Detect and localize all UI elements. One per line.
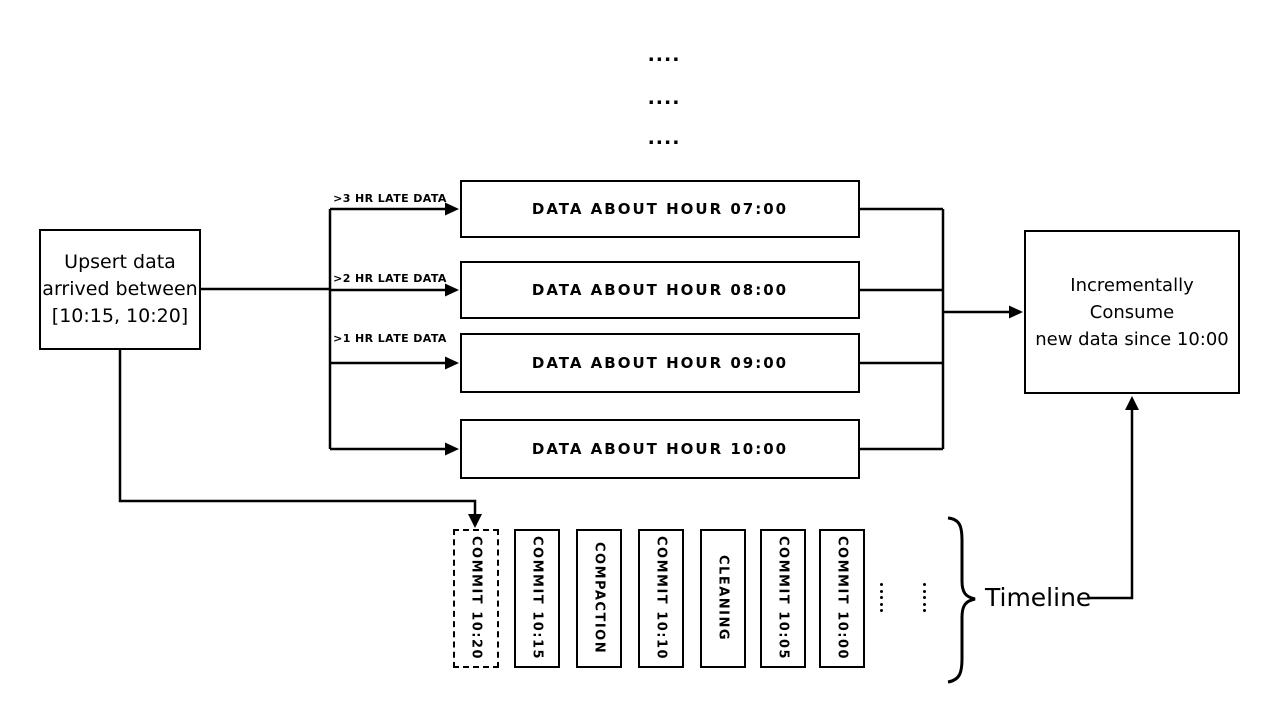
timeline-entry-cleaning: CLEANING [700,529,746,668]
timeline-entry-commit-1015: COMMIT 10:15 [514,529,560,668]
upsert-box-line-3: [10:15, 10:20] [51,305,189,327]
data-box-hour-0700: DATA ABOUT HOUR 07:00 [460,180,860,238]
consume-box-line-2: new data since 10:00 [1035,328,1229,350]
timeline-entry-commit-1020: COMMIT 10:20 [453,529,499,668]
late-label-1hr: >1 HR LATE DATA [333,332,447,345]
arrowhead-consume [1009,305,1023,319]
consume-box-line-1: Incrementally Consume [1070,274,1194,323]
timeline-brace [947,516,976,684]
upsert-box-line-1: Upsert data [64,251,176,273]
connector-timeline-to-consume [1087,409,1134,600]
timeline-entry-commit-1010: COMMIT 10:10 [638,529,684,668]
data-box-hour-0900: DATA ABOUT HOUR 09:00 [460,333,860,393]
arrowhead-branch-2 [445,283,459,297]
top-ellipsis-row-1: .... [647,44,681,66]
upsert-box: Upsert data arrived between [10:15, 10:2… [39,229,201,350]
top-ellipsis-row-2: .... [647,87,681,109]
timeline-entry-compaction: COMPACTION [576,529,622,668]
connector-upsert-to-commit [118,349,477,515]
late-label-3hr: >3 HR LATE DATA [333,192,447,205]
arrowhead-branch-4 [445,442,459,456]
vertical-ellipsis-icon [923,583,926,612]
timeline-label: Timeline [985,583,1092,612]
arrowhead-commit [468,514,482,528]
late-label-2hr: >2 HR LATE DATA [333,272,447,285]
data-box-hour-1000: DATA ABOUT HOUR 10:00 [460,419,860,479]
top-ellipsis-row-3: .... [647,127,681,149]
vertical-ellipsis-icon [880,583,883,612]
arrowhead-branch-3 [445,356,459,370]
consume-box: Incrementally Consume new data since 10:… [1024,230,1240,394]
upsert-box-line-2: arrived between [42,278,198,300]
arrowhead-timeline-up [1125,396,1139,410]
timeline-entry-commit-1005: COMMIT 10:05 [760,529,806,668]
timeline-entry-commit-1000: COMMIT 10:00 [819,529,865,668]
data-box-hour-0800: DATA ABOUT HOUR 08:00 [460,261,860,319]
